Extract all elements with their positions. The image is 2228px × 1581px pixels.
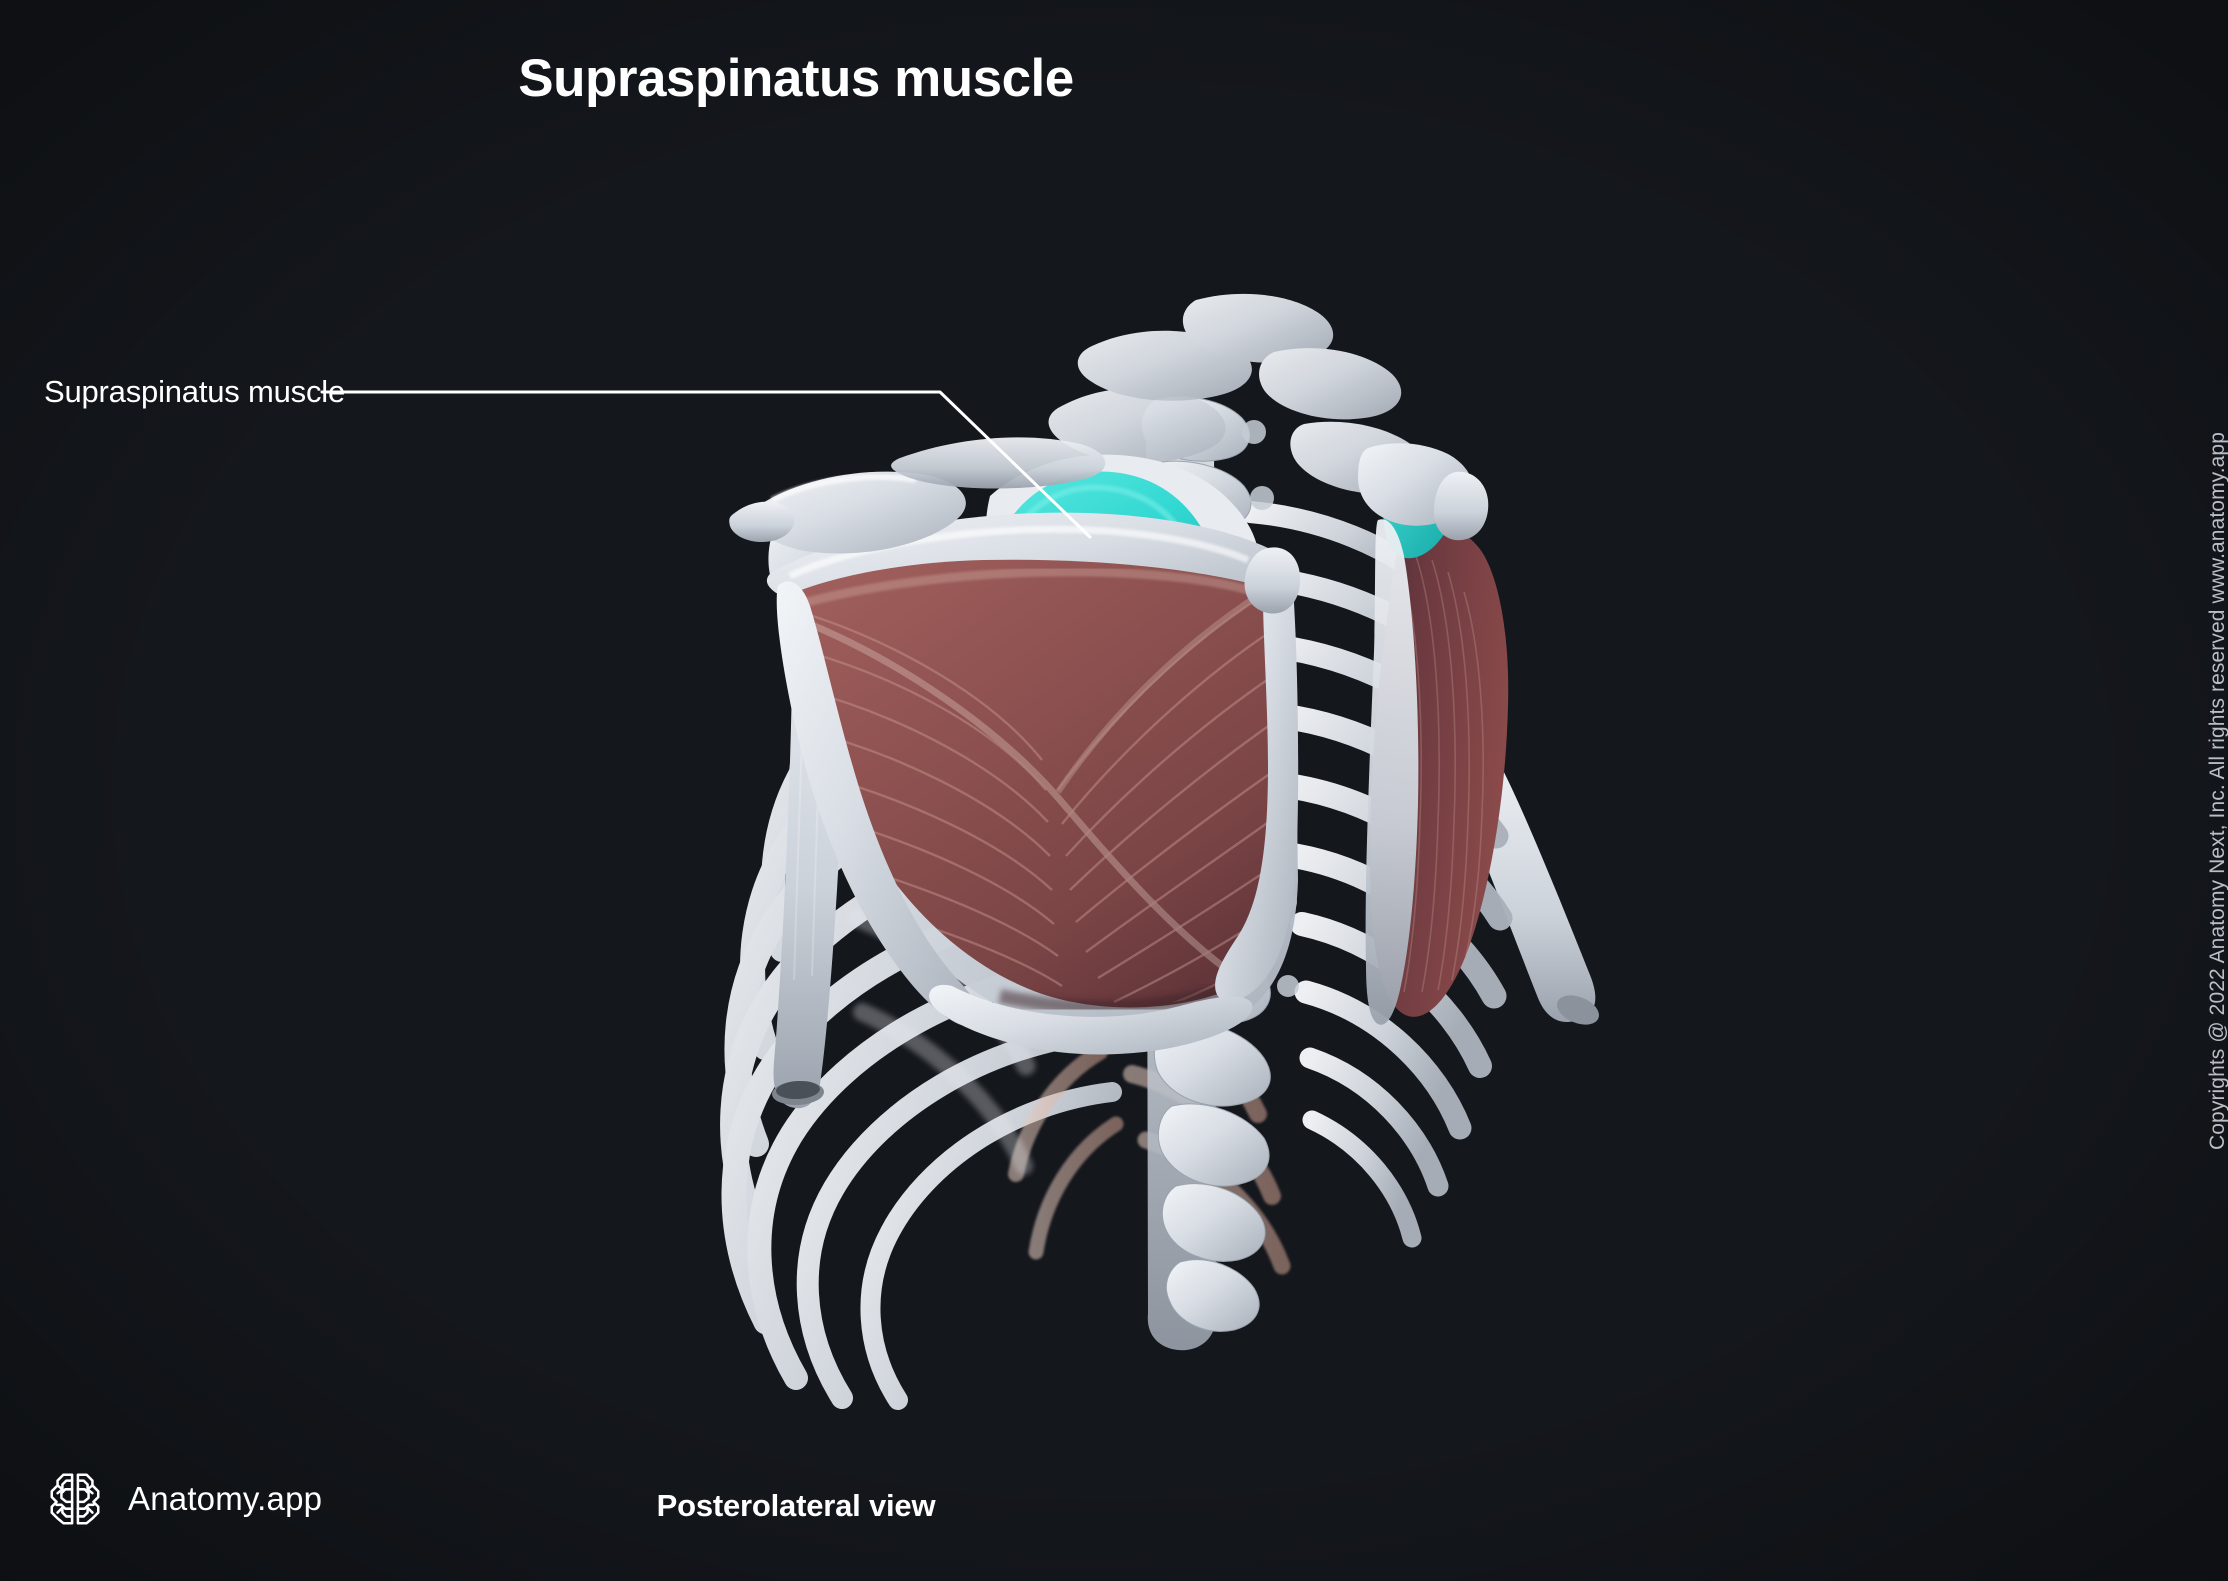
annotation-label-supraspinatus: Supraspinatus muscle <box>44 374 345 409</box>
brand-logo: Anatomy.app <box>44 1468 322 1530</box>
copyright-notice: Copyrights @ 2022 Anatomy Next, Inc. All… <box>2206 431 2228 1150</box>
brand-name: Anatomy.app <box>128 1480 323 1517</box>
page-title: Supraspinatus muscle <box>518 49 1074 108</box>
brain-icon <box>44 1468 106 1530</box>
view-caption: Posterolateral view <box>656 1488 936 1523</box>
